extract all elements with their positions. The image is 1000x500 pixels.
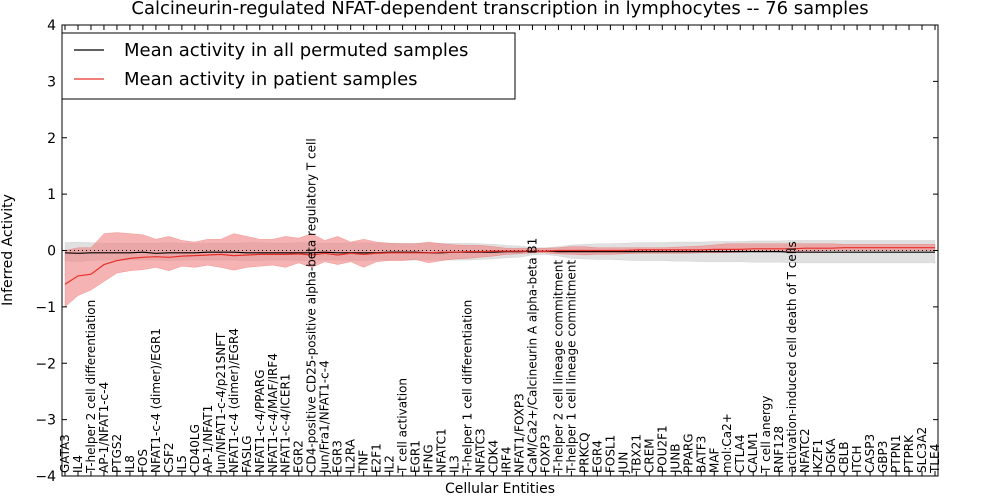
x-tick-label: RNF128: [772, 426, 786, 473]
x-tick-label: POU2F1: [655, 425, 669, 473]
x-tick-label: CSF2: [162, 442, 176, 473]
x-tick-label: JUN: [616, 452, 630, 474]
x-tick-label: BATF3: [694, 436, 708, 473]
x-tick-label: T-helper 1 cell lineage commitment: [564, 260, 578, 474]
y-axis: −4 −3 −2 −1 0 1 2 3 4: [35, 18, 938, 485]
series-line-patient: [64, 247, 935, 285]
x-tick-label: PTGS2: [110, 434, 124, 473]
y-tick-label: 0: [47, 244, 56, 260]
x-tick-label: IL8: [123, 455, 137, 473]
x-tick-label: CaM/Ca2+/Calcineurin A alpha-beta B1: [526, 238, 540, 473]
legend-label-permuted: Mean activity in all permuted samples: [124, 40, 468, 61]
x-tick-label: TLE4: [928, 444, 942, 474]
x-tick-label: TNF: [357, 450, 371, 474]
legend-label-patient: Mean activity in patient samples: [124, 69, 418, 90]
x-tick-label: IL4: [71, 455, 85, 473]
x-tick-label: IL2RA: [344, 438, 358, 473]
x-tick-label: Jun/NFAT1-c-4/p21SNFT: [214, 332, 228, 474]
x-tick-label: EGR1: [409, 440, 423, 473]
x-tick-label: PRKCQ: [577, 432, 591, 473]
y-axis-label: Inferred Activity: [0, 194, 16, 306]
x-tick-label: FASLG: [240, 435, 254, 473]
x-tick-label: activation-induced cell death of T cells: [785, 241, 799, 473]
legend: Mean activity in all permuted samples Me…: [61, 32, 516, 100]
y-tick-label: −1: [35, 300, 56, 316]
x-tick-label: AP-1/NFAT1: [201, 405, 215, 473]
y-tick-label: −4: [35, 469, 56, 485]
x-tick-label: CREM: [642, 438, 656, 473]
x-tick-label: CD40LG: [188, 424, 202, 473]
confidence-bands: [64, 232, 936, 308]
x-tick-label: PPARG: [681, 433, 695, 473]
series-line-permuted: [64, 250, 935, 254]
x-tick-label: EGR4: [590, 440, 604, 473]
x-tick-label: T-helper 2 cell differentiation: [84, 300, 98, 474]
x-tick-label: IL3: [448, 455, 462, 473]
x-tick-label: IKZF1: [811, 439, 825, 473]
x-tick-label: SLC3A2: [915, 427, 929, 473]
x-tick-label: Jun/Fra1/NFAT1-c-4: [318, 360, 332, 474]
x-tick-label: NFAT1-c-4 (dimer)/EGR1: [149, 328, 163, 473]
x-tick-label: CBLB: [837, 441, 851, 473]
x-tick-label: DGKA: [824, 438, 838, 473]
x-tick-label: MAF: [707, 447, 721, 473]
x-tick-label: AP-1/NFAT1-c-4: [97, 382, 111, 473]
x-tick-label: NFAT1-c-4/PPARG: [253, 369, 267, 473]
x-tick-label: PTPRK: [902, 434, 916, 473]
x-tick-label: PTPN1: [889, 435, 903, 473]
x-tick-label: mol:Ca2+: [720, 413, 734, 473]
x-tick-label: IFNG: [422, 444, 436, 473]
x-tick-label: T cell activation: [396, 378, 410, 474]
x-tick-label: NFATC3: [474, 428, 488, 473]
x-tick-label: CD4-positive CD25-positive alpha-beta re…: [305, 138, 319, 473]
x-tick-label: NFATC1: [435, 428, 449, 473]
series-lines: [64, 247, 935, 285]
x-tick-label: IL5: [175, 455, 189, 473]
x-tick-label: T cell anergy: [759, 396, 773, 474]
y-tick-label: 1: [47, 187, 56, 203]
x-tick-label: EGR3: [331, 440, 345, 473]
x-tick-label: T-helper 1 cell differentiation: [461, 300, 475, 474]
x-axis-label: Cellular Entities: [445, 481, 555, 497]
x-tick-label: IRF4: [500, 447, 514, 473]
x-tick-label: NFAT1-c-4 (dimer)/EGR4: [227, 328, 241, 473]
x-tick-label: FOXP3: [538, 434, 552, 473]
y-tick-label: −3: [35, 413, 56, 429]
x-tick-label: NFAT1-c-4/ICER1: [279, 374, 293, 473]
x-tick-label: CTLA4: [733, 434, 747, 473]
x-tick-label: JUNB: [668, 443, 682, 474]
x-tick-label: TBX21: [629, 434, 643, 474]
x-tick-label: CDK4: [487, 440, 501, 473]
y-tick-label: −2: [35, 356, 56, 372]
x-tick-label: FOS: [136, 449, 150, 473]
x-tick-label: CASP3: [863, 434, 877, 473]
x-tick-label: NFATC2: [798, 428, 812, 473]
x-tick-label: T-helper 2 cell lineage commitment: [551, 260, 565, 474]
x-tick-label: NFAT1/FOXP3: [513, 393, 527, 473]
band-patient: [64, 232, 936, 308]
y-tick-label: 3: [47, 74, 56, 90]
x-tick-label: IL2: [383, 455, 397, 473]
x-tick-label: GBP3: [876, 441, 890, 473]
legend-box: [61, 32, 516, 100]
x-tick-label: NFAT1-c-4/MAF/IRF4: [266, 353, 280, 473]
x-tick-label: CALM1: [746, 432, 760, 473]
x-tick-label: FOSL1: [603, 435, 617, 473]
chart-title: Calcineurin-regulated NFAT-dependent tra…: [131, 0, 868, 19]
y-tick-label: 2: [47, 131, 56, 147]
x-tick-label: E2F1: [370, 443, 384, 473]
x-tick-label: GATA3: [58, 434, 72, 473]
x-tick-label: ITCH: [850, 445, 864, 473]
y-tick-label: 4: [47, 18, 56, 34]
x-tick-label: EGR2: [292, 440, 306, 473]
